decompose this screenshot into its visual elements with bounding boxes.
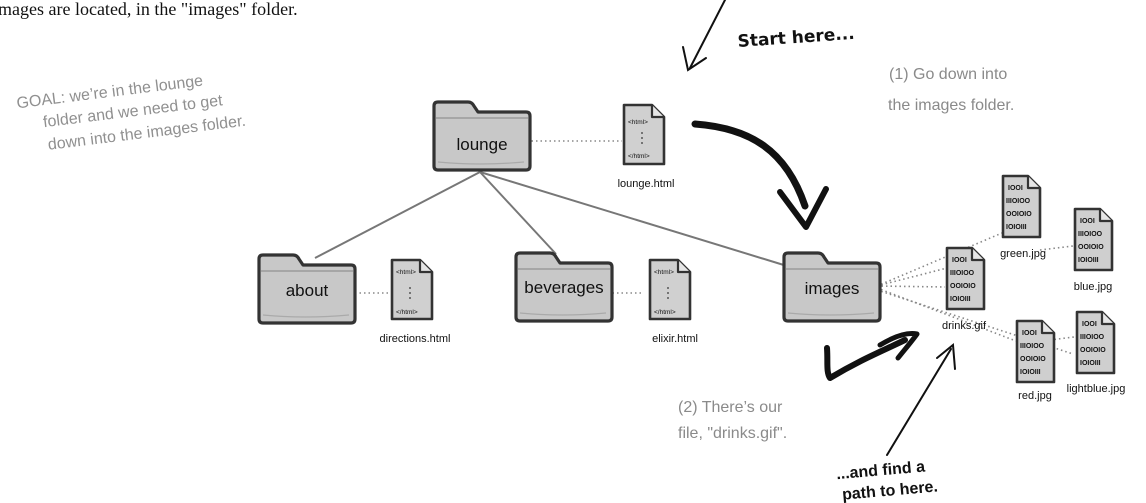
html-open-tag: <html> bbox=[396, 269, 416, 276]
html-close-tag: </html> bbox=[654, 309, 676, 316]
svg-text:IOOI: IOOI bbox=[1022, 330, 1037, 337]
step2-note-line-1: (2) There’s our bbox=[678, 399, 783, 416]
image-bits: IOOI IIIOIOO OOIOIO IOIOIII bbox=[1078, 218, 1104, 264]
file-lounge-html: <html> </html> lounge.html bbox=[618, 103, 675, 190]
find-note-line-1: ...and find a bbox=[836, 458, 926, 483]
file-label-drinks-gif: drinks.gif bbox=[942, 320, 987, 332]
path-arrow-up bbox=[824, 331, 920, 381]
step1-note: (1) Go down into the images folder. bbox=[888, 66, 1014, 114]
svg-text:IOIOIII: IOIOIII bbox=[1080, 360, 1101, 367]
svg-text:IOIOIII: IOIOIII bbox=[1006, 224, 1027, 231]
file-label-elixir-html: elixir.html bbox=[652, 333, 698, 345]
svg-text:IOOI: IOOI bbox=[952, 257, 967, 264]
step2-note-line-2: file, "drinks.gif". bbox=[678, 425, 787, 442]
file-label-red-jpg: red.jpg bbox=[1018, 390, 1052, 402]
svg-text:OOIOIO: OOIOIO bbox=[1020, 356, 1046, 363]
svg-text:IIIOIOO: IIIOIOO bbox=[1078, 231, 1103, 238]
find-note-line-2: path to here. bbox=[841, 478, 938, 503]
file-blue-jpg: IOOI IIIOIOO OOIOIO IOIOIII blue.jpg bbox=[1073, 207, 1114, 293]
start-note: Start here... bbox=[737, 24, 855, 52]
goal-note: GOAL: we’re in the lounge folder and we … bbox=[16, 73, 247, 154]
file-label-blue-jpg: blue.jpg bbox=[1074, 281, 1113, 293]
path-arrow-down bbox=[691, 120, 829, 230]
file-lightblue-jpg: IOOI IIIOIOO OOIOIO IOIOIII lightblue.jp… bbox=[1067, 310, 1126, 395]
folder-label-beverages: beverages bbox=[524, 278, 603, 297]
svg-text:OOIOIO: OOIOIO bbox=[1006, 211, 1032, 218]
image-bits: IOOI IIIOIOO OOIOIO IOIOIII bbox=[950, 257, 976, 303]
image-bits: IOOI IIIOIOO OOIOIO IOIOIII bbox=[1006, 185, 1032, 231]
svg-text:IOOI: IOOI bbox=[1080, 218, 1095, 225]
start-arrow bbox=[682, 0, 727, 72]
svg-text:IIIOIOO: IIIOIOO bbox=[1020, 343, 1045, 350]
file-label-lightblue-jpg: lightblue.jpg bbox=[1067, 383, 1126, 395]
svg-text:OOIOIO: OOIOIO bbox=[1078, 244, 1104, 251]
svg-text:IOOI: IOOI bbox=[1008, 185, 1023, 192]
svg-text:OOIOIO: OOIOIO bbox=[950, 283, 976, 290]
svg-text:IOIOIII: IOIOIII bbox=[950, 296, 971, 303]
file-label-lounge-html: lounge.html bbox=[618, 178, 675, 190]
html-close-tag: </html> bbox=[628, 153, 650, 160]
file-red-jpg: IOOI IIIOIOO OOIOIO IOIOIII red.jpg bbox=[1015, 319, 1056, 402]
intro-text: mages are located, in the "images" folde… bbox=[0, 0, 298, 19]
step2-note: (2) There’s our file, "drinks.gif". bbox=[678, 399, 787, 442]
tree-connectors bbox=[314, 171, 788, 267]
image-bits: IOOI IIIOIOO OOIOIO IOIOIII bbox=[1020, 330, 1046, 376]
folder-images: images bbox=[782, 251, 882, 323]
folder-lounge: lounge bbox=[432, 100, 532, 172]
file-directions-html: <html> </html> directions.html bbox=[380, 258, 451, 345]
folder-beverages: beverages bbox=[514, 251, 614, 323]
file-drinks-gif: IOOI IIIOIOO OOIOIO IOIOIII drinks.gif bbox=[942, 246, 987, 332]
folder-label-images: images bbox=[805, 279, 860, 298]
svg-text:IIIOIOO: IIIOIOO bbox=[1006, 198, 1031, 205]
file-label-directions-html: directions.html bbox=[380, 333, 451, 345]
html-open-tag: <html> bbox=[628, 119, 648, 126]
svg-text:OOIOIO: OOIOIO bbox=[1080, 347, 1106, 354]
file-green-jpg: IOOI IIIOIOO OOIOIO IOIOIII green.jpg bbox=[1000, 174, 1046, 260]
svg-text:IOIOIII: IOIOIII bbox=[1078, 257, 1099, 264]
folder-label-about: about bbox=[286, 281, 329, 300]
html-open-tag: <html> bbox=[654, 269, 674, 276]
svg-text:IIIOIOO: IIIOIOO bbox=[1080, 334, 1105, 341]
image-bits: IOOI IIIOIOO OOIOIO IOIOIII bbox=[1080, 321, 1106, 367]
step1-note-line-1: (1) Go down into bbox=[889, 66, 1007, 83]
find-arrow bbox=[886, 343, 956, 456]
find-note: ...and find a path to here. bbox=[836, 458, 939, 503]
svg-text:IOOI: IOOI bbox=[1082, 321, 1097, 328]
svg-text:IOIOIII: IOIOIII bbox=[1020, 369, 1041, 376]
file-elixir-html: <html> </html> elixir.html bbox=[648, 258, 698, 345]
step1-note-line-2: the images folder. bbox=[888, 97, 1014, 114]
folder-about: about bbox=[257, 253, 357, 325]
file-label-green-jpg: green.jpg bbox=[1000, 248, 1046, 260]
svg-text:IIIOIOO: IIIOIOO bbox=[950, 270, 975, 277]
html-close-tag: </html> bbox=[396, 309, 418, 316]
folder-label-lounge: lounge bbox=[456, 135, 507, 154]
